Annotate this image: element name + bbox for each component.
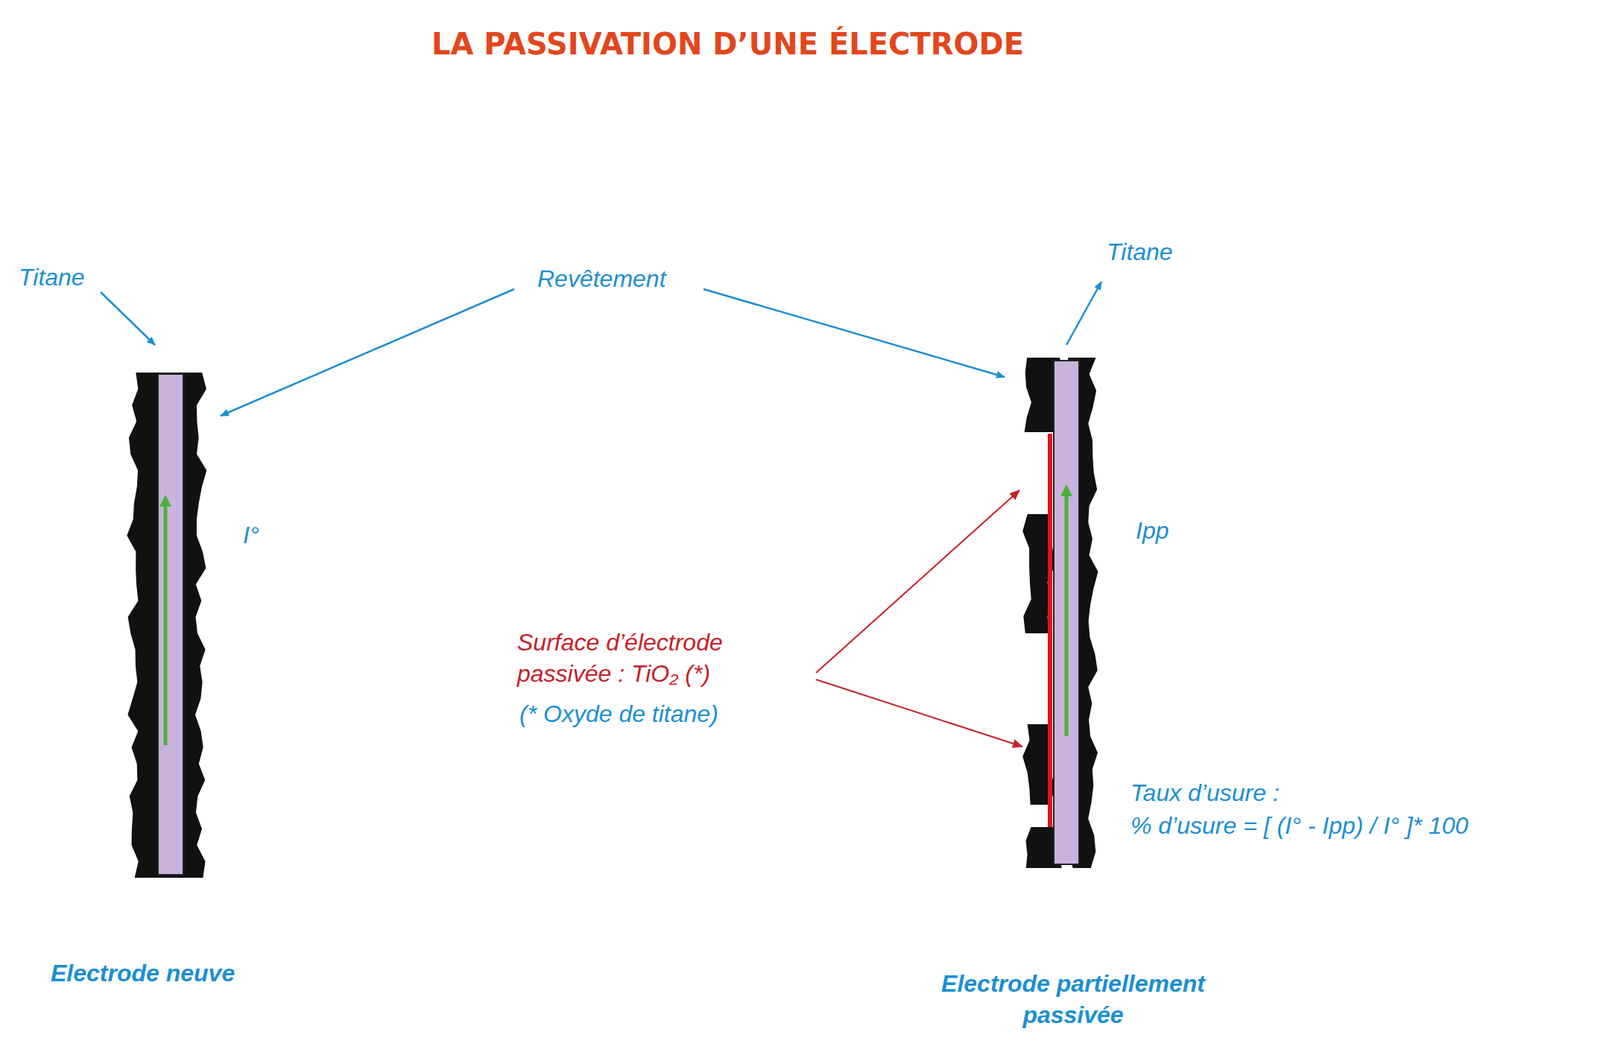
note: Taux d’usure : bbox=[1130, 778, 1280, 810]
part-name: Revêtement bbox=[537, 263, 667, 296]
current-arrow bbox=[1064, 490, 1069, 737]
leader-line bbox=[100, 292, 156, 346]
formula: % d’usure = [ (I° - Ipp) / I° ]* 100 bbox=[1130, 810, 1469, 843]
titanium-strip bbox=[1053, 360, 1080, 865]
coating-blob bbox=[126, 372, 207, 878]
leader-line bbox=[816, 490, 1020, 673]
leader-line bbox=[816, 679, 1023, 747]
titanium-strip bbox=[157, 374, 184, 875]
part-name: Titane bbox=[18, 262, 85, 294]
coating bbox=[126, 357, 1098, 878]
current-label: I° bbox=[242, 520, 260, 552]
current-label: Ipp bbox=[1135, 515, 1169, 547]
part-name: Titane bbox=[1106, 236, 1173, 269]
leader-line bbox=[1066, 281, 1102, 346]
leader-line bbox=[220, 289, 515, 416]
title: LA PASSIVATION D’UNE ÉLECTRODE bbox=[431, 26, 1024, 62]
electrode-caption: Electrode partiellement passivée bbox=[912, 968, 1234, 1031]
electrode-caption: Electrode neuve bbox=[50, 958, 235, 990]
current-arrow bbox=[163, 500, 168, 746]
note: Surface d’électrode passivée : TiO₂ (*) bbox=[517, 627, 786, 690]
note: (* Oxyde de titane) bbox=[519, 699, 719, 731]
leader-line bbox=[703, 289, 1005, 378]
tio2-layer bbox=[1047, 433, 1053, 828]
